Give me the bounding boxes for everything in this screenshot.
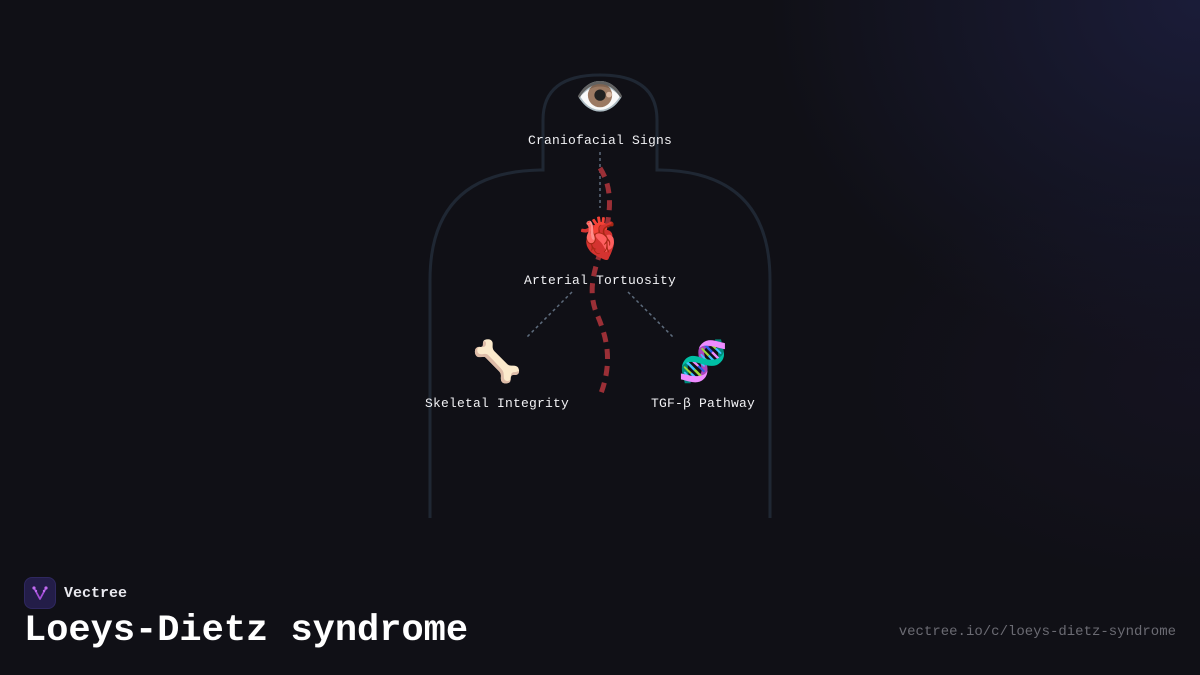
node-craniofacial[interactable]: 👁️ Craniofacial Signs xyxy=(528,75,672,148)
bone-icon: 🦴 xyxy=(472,339,522,385)
dna-icon: 🧬 xyxy=(678,339,728,385)
node-label: Craniofacial Signs xyxy=(527,133,673,148)
vectree-fork-icon xyxy=(24,577,56,609)
eye-icon: 👁️ xyxy=(575,74,625,120)
page-title: Loeys-Dietz syndrome xyxy=(24,610,469,652)
page-url[interactable]: vectree.io/c/loeys-dietz-syndrome xyxy=(898,624,1176,640)
node-tgf[interactable]: 🧬 TGF-β Pathway xyxy=(651,340,755,411)
node-label: Arterial Tortuosity xyxy=(523,273,677,288)
tortuous-artery xyxy=(589,166,612,397)
brand[interactable]: Vectree xyxy=(24,577,127,609)
node-label: TGF-β Pathway xyxy=(650,396,756,411)
connector-arterial-skeletal xyxy=(525,291,573,339)
body-outline xyxy=(428,73,772,518)
node-arterial[interactable]: 🫀 Arterial Tortuosity xyxy=(524,217,676,288)
brand-name: Vectree xyxy=(64,584,128,602)
anatomical-heart-icon: 🫀 xyxy=(575,216,625,262)
connector-arterial-tgf xyxy=(627,291,675,339)
node-skeletal[interactable]: 🦴 Skeletal Integrity xyxy=(425,340,569,411)
node-label: Skeletal Integrity xyxy=(424,396,570,411)
